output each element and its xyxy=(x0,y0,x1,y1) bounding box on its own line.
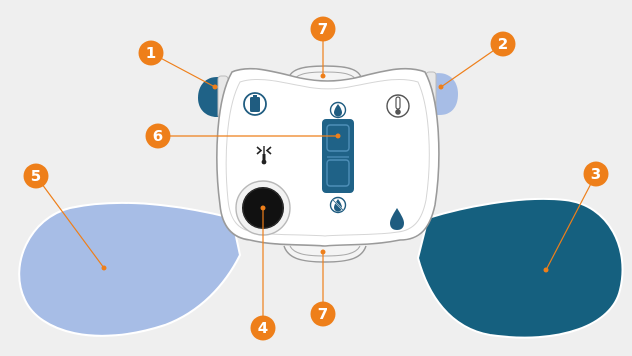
callout-4: 4 xyxy=(250,315,276,341)
bottom-handle xyxy=(283,245,367,263)
callout-3: 3 xyxy=(583,161,609,187)
callout-7-bottom: 7 xyxy=(310,301,336,327)
callout-2: 2 xyxy=(490,31,516,57)
callout-label: 6 xyxy=(153,127,163,145)
callout-1: 1 xyxy=(138,40,164,66)
callout-label: 2 xyxy=(498,35,508,53)
water-drop-icon-right xyxy=(390,208,404,230)
callout-label: 4 xyxy=(258,319,268,337)
slider-thumb[interactable] xyxy=(326,124,350,152)
battery-icon xyxy=(243,92,267,116)
callout-6: 6 xyxy=(145,123,171,149)
callout-label: 3 xyxy=(591,165,601,183)
water-drop-icon xyxy=(329,101,347,119)
leader-line-3 xyxy=(545,173,597,271)
callout-label: 1 xyxy=(146,44,156,62)
left-pad xyxy=(18,201,242,337)
callout-label: 5 xyxy=(31,167,41,185)
cooling-thermometer-icon xyxy=(256,146,272,165)
leader-line-5 xyxy=(35,175,105,269)
thermometer-icon xyxy=(386,94,410,118)
top-handle-inner xyxy=(291,71,359,83)
water-drop-off-icon xyxy=(329,196,347,214)
leader-dots xyxy=(101,73,549,273)
bottom-handle-inner xyxy=(289,245,361,257)
device-inner-outline xyxy=(225,78,430,237)
top-handle xyxy=(287,65,363,81)
slider-control[interactable] xyxy=(322,119,354,193)
leader-line-2 xyxy=(440,43,504,88)
callout-7-top: 7 xyxy=(310,16,336,42)
right-pad xyxy=(416,197,624,339)
right-knob xyxy=(432,73,458,116)
callout-5: 5 xyxy=(23,163,49,189)
callout-label: 7 xyxy=(318,20,328,38)
callout-label: 7 xyxy=(318,305,328,323)
